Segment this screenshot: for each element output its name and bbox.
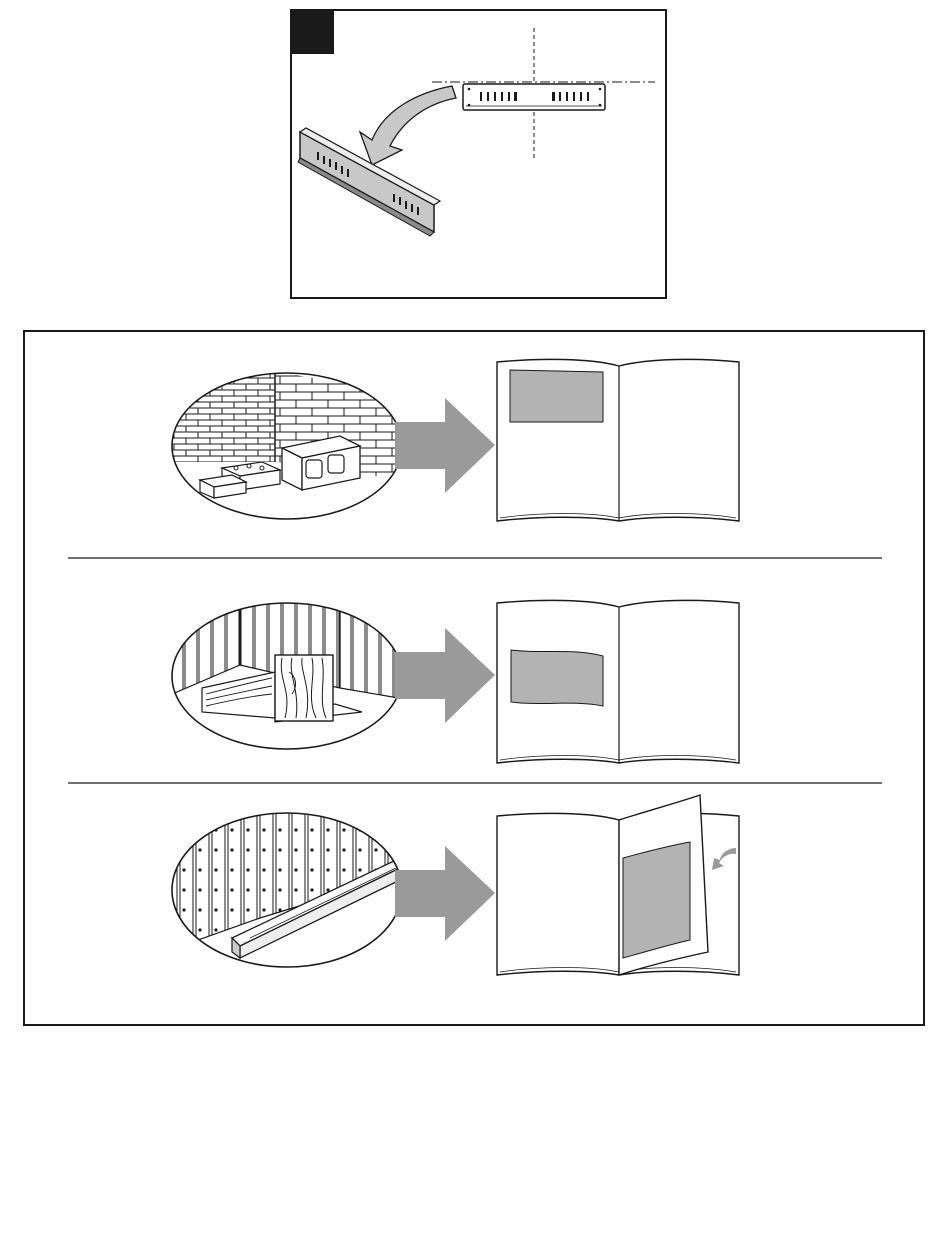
step-badge: [291, 10, 334, 54]
manual-highlight: [623, 842, 690, 958]
manual-highlight: [511, 650, 603, 706]
step-panel: [291, 10, 666, 298]
open-manual-icon: [497, 359, 739, 521]
open-manual-icon: [497, 795, 739, 975]
manual-highlight: [510, 370, 603, 422]
open-manual-icon: [497, 600, 739, 763]
mounting-plate-icon: [463, 84, 605, 110]
wall-types-panel: [24, 331, 924, 1025]
